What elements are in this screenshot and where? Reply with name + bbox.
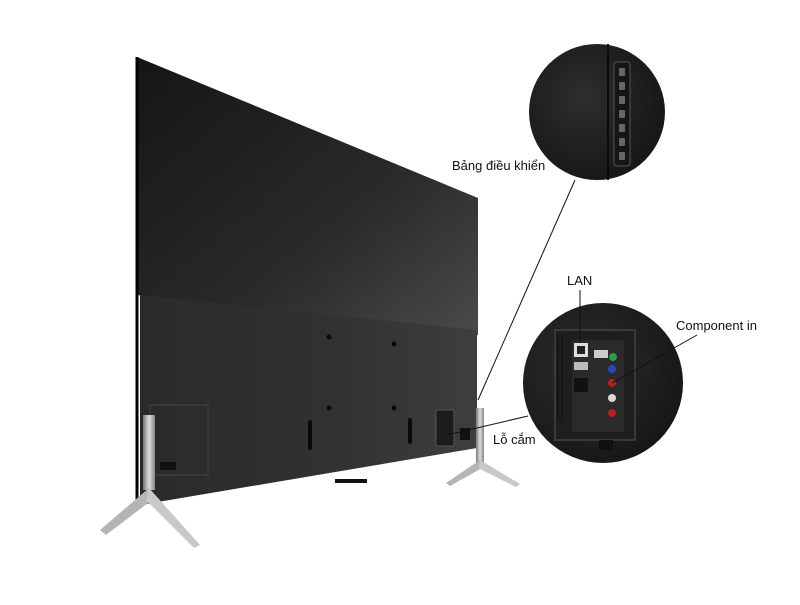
tv-body xyxy=(135,57,478,505)
leader-lines xyxy=(446,179,698,436)
control-panel-zoom xyxy=(529,44,665,180)
ports-label: Lỗ cắm xyxy=(493,432,536,447)
lan-label: LAN xyxy=(567,273,593,288)
ports-zoom xyxy=(523,303,683,463)
left-stand xyxy=(100,415,200,548)
right-stand xyxy=(446,408,520,487)
component-in-label: Component in xyxy=(676,318,757,333)
control-panel-label: Bảng điều khiển xyxy=(452,158,546,173)
